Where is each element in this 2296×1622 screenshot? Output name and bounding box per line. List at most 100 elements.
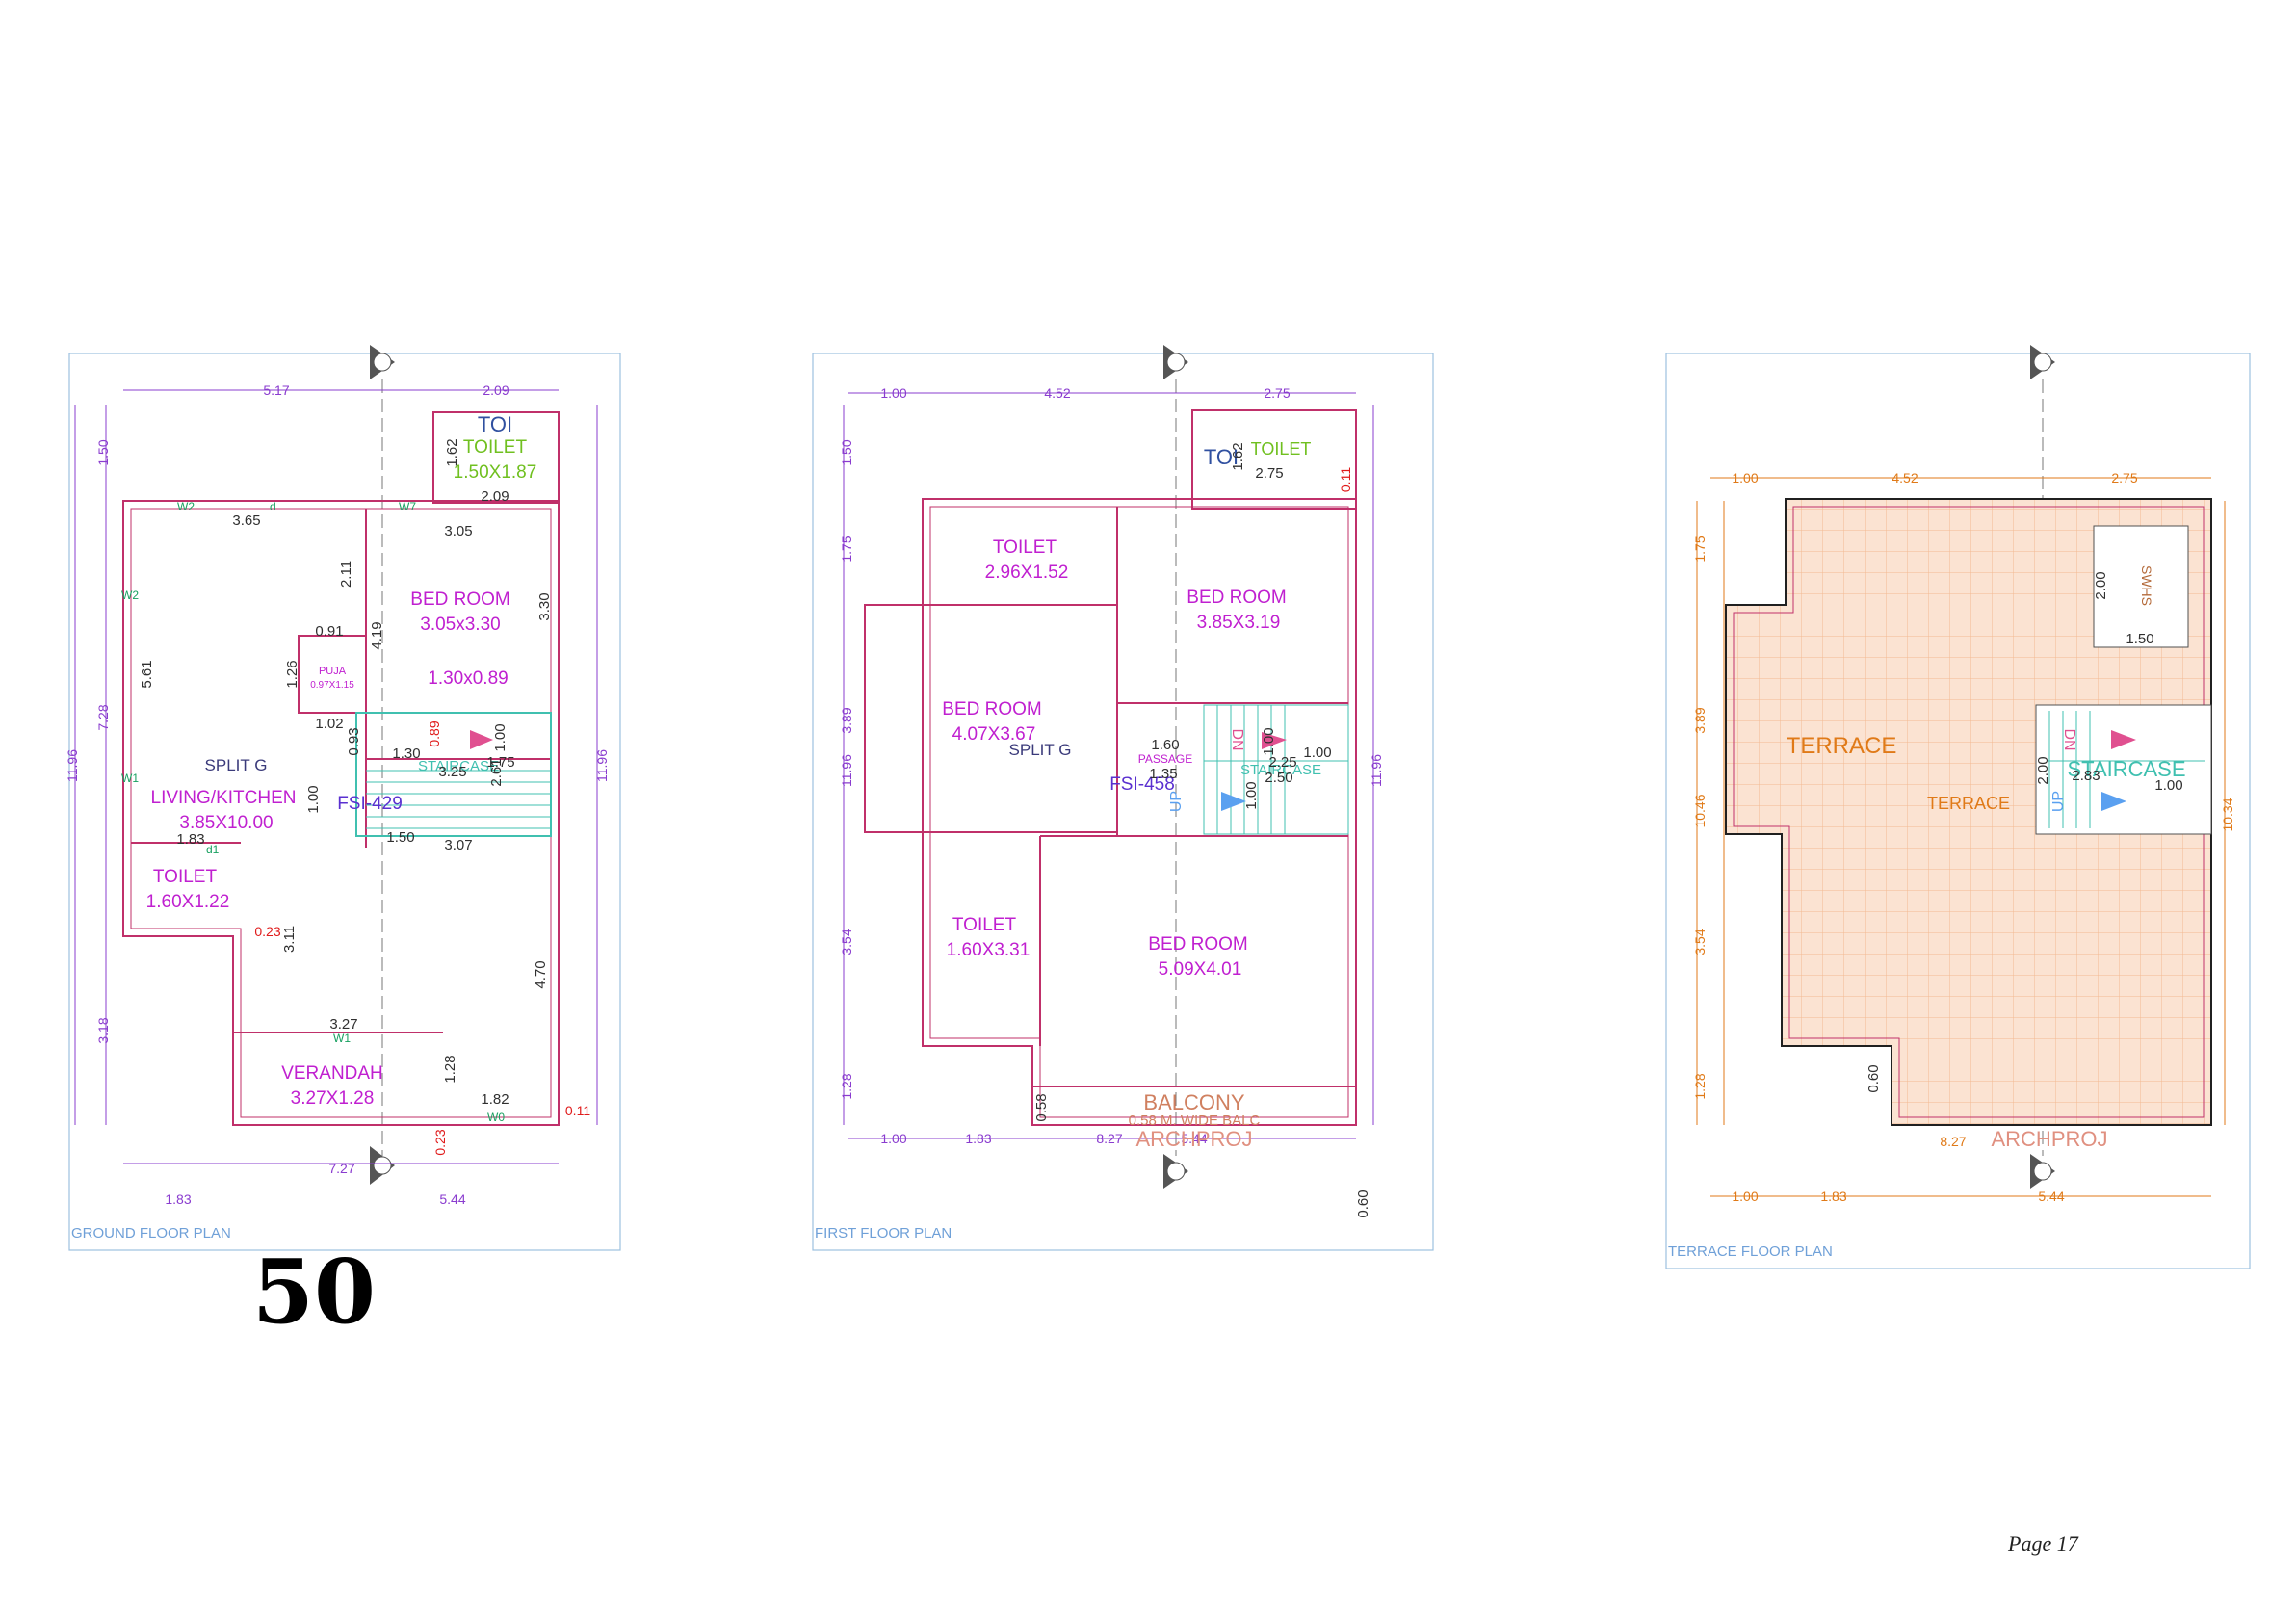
ground-floor-plan: 5.17 2.09 1.83 7.27 5.44 1.50 7.28 3.18 … (65, 345, 621, 1251)
first-bedroom3-size: 5.09X4.01 (1159, 959, 1242, 980)
terrace-floor-plan: 1.00 4.52 2.75 1.00 1.83 8.27 5.44 1.75 … (1665, 345, 2251, 1269)
ground-window-tag-1: W2 (177, 500, 195, 513)
first-bedroom3-name: BED ROOM (1148, 934, 1247, 955)
first-bedroom1-name: BED ROOM (1187, 588, 1286, 608)
first-bottom-dim-4: 5.44 (1181, 1131, 1207, 1146)
terrace-dim-a: 2.00 (2093, 571, 2109, 599)
ground-door-tag-2: d (270, 500, 276, 513)
ground-dim-aa: 1.00 (492, 723, 509, 751)
ground-dim-h: 4.19 (369, 621, 385, 649)
ground-dim-q: 1.50 (386, 829, 414, 846)
ground-dim-i: 5.61 (139, 660, 155, 688)
terrace-up-arrow-icon (2101, 792, 2126, 811)
first-left-dim-2: 1.75 (839, 536, 854, 562)
terrace-dim-d: 2.83 (2072, 768, 2100, 784)
ground-right-dim: 11.96 (594, 749, 610, 782)
ground-toilet2-size: 1.60X1.22 (146, 892, 230, 912)
ground-dim-b: 3.05 (444, 523, 472, 539)
terrace-dim-f: 0.60 (1866, 1064, 1882, 1092)
ground-window-tag-4: W1 (121, 772, 139, 785)
first-dim-g: 2.50 (1265, 770, 1292, 786)
ground-left-dim-4: 11.96 (65, 749, 80, 782)
first-toilet1-name: TOILET (993, 537, 1057, 558)
first-bottom-dim-3: 8.27 (1096, 1131, 1122, 1146)
terrace-archproj-label: ARCHPROJ (1991, 1127, 2107, 1151)
ground-window-tag-2: W7 (399, 500, 416, 513)
first-stair-dn-arrow-icon (1262, 732, 1287, 749)
ground-dim-r: 3.07 (444, 837, 472, 853)
ground-window-tag-5: W1 (333, 1032, 351, 1045)
ground-top-dim-1: 5.17 (263, 382, 289, 398)
ground-window-tag-6: W0 (487, 1111, 505, 1124)
ground-top-dim-2: 2.09 (483, 382, 509, 398)
ground-dim-t: 4.70 (533, 960, 549, 988)
first-bedroom2-name: BED ROOM (942, 699, 1041, 719)
ground-left-dim-1: 1.50 (95, 439, 111, 465)
ground-toilet-size: 1.50X1.87 (454, 462, 537, 483)
first-bottom-dim-2: 1.83 (965, 1131, 991, 1146)
ground-living-size: 3.85X10.00 (179, 813, 273, 833)
first-grid-marker-bottom (1163, 1154, 1188, 1189)
terrace-left-dim-4: 3.54 (1692, 929, 1708, 955)
ground-dim-g: 1.02 (315, 716, 343, 732)
first-dim-f: 2.25 (1268, 754, 1296, 771)
first-toilet1-size: 2.96X1.52 (985, 562, 1069, 583)
first-plan-frame (812, 353, 1434, 1251)
ground-dim-s: 3.11 (281, 926, 298, 953)
terrace-up-label: UP (2050, 791, 2067, 812)
first-top-dim-1: 1.00 (880, 385, 906, 401)
ground-verandah-name: VERANDAH (281, 1063, 383, 1084)
terrace-top-dim-1: 1.00 (1732, 470, 1758, 485)
plan-number-badge: 50 (252, 1240, 377, 1344)
terrace-left-dim-3: 10.46 (1692, 794, 1708, 827)
first-dim-j: 0.58 (1033, 1093, 1050, 1121)
ground-stair-treads (366, 770, 551, 829)
first-dim-i: 1.00 (1303, 745, 1331, 761)
first-dim-b: 0.11 (1338, 467, 1353, 492)
terrace-plan-frame (1665, 353, 2251, 1269)
first-top-dim-2: 4.52 (1044, 385, 1070, 401)
terrace-left-dim-2: 3.89 (1692, 707, 1708, 733)
terrace-left-dim-5: 1.28 (1692, 1073, 1708, 1099)
ground-dim-l: 1.00 (305, 785, 322, 813)
first-bedroom1-size: 3.85X3.19 (1197, 613, 1281, 633)
first-left-dim-5: 3.54 (839, 929, 854, 955)
ground-dim-z: 0.89 (427, 720, 442, 746)
first-dimension-lines (843, 392, 1374, 1139)
ground-red-dim-2: 0.23 (432, 1129, 448, 1155)
first-dim-d: 1.35 (1149, 766, 1177, 782)
terrace-swhs-box (2093, 525, 2189, 648)
ground-red-dim-1: 0.23 (254, 924, 280, 939)
first-dim-c: 1.60 (1151, 737, 1179, 753)
terrace-grid-marker-bottom (2030, 1154, 2055, 1189)
first-left-dim-1: 1.50 (839, 439, 854, 465)
first-left-dim-4: 11.96 (839, 754, 854, 787)
ground-bottom-dim-3: 5.44 (439, 1191, 465, 1207)
first-grid-marker-top (1163, 345, 1188, 1156)
first-right-dim: 11.96 (1369, 754, 1384, 787)
first-dim-h: 1.00 (1243, 781, 1260, 809)
terrace-bottom-dim-3: 8.27 (1940, 1134, 1966, 1149)
terrace-bottom-dim-2: 1.83 (1820, 1189, 1846, 1204)
terrace-dim-e: 1.00 (2154, 777, 2182, 794)
first-up-label: UP (1168, 791, 1185, 812)
ground-dim-e: 0.91 (315, 623, 343, 640)
terrace-left-dim-1: 1.75 (1692, 536, 1708, 562)
first-dn-label: DN (1229, 728, 1245, 750)
first-balcony-name: BALCONY (1143, 1090, 1244, 1114)
ground-plan-title: GROUND FLOOR PLAN (71, 1225, 231, 1242)
first-stair (1203, 704, 1349, 835)
ground-living-name: LIVING/KITCHEN (151, 788, 297, 808)
ground-dim-o: 2.61 (488, 758, 505, 786)
ground-walls (122, 411, 560, 1126)
ground-split-label: SPLIT G (205, 756, 268, 774)
ground-dim-d: 3.30 (536, 592, 553, 620)
ground-dim-y: 2.09 (481, 488, 509, 505)
ground-bottom-dim-2: 7.27 (328, 1161, 354, 1176)
first-top-toilet-label: TOILET (1251, 439, 1312, 458)
terrace-parapet (1733, 506, 2205, 1118)
first-bedroom2-size: 4.07X3.67 (952, 724, 1036, 745)
ground-verandah-size: 3.27X1.28 (291, 1088, 375, 1109)
ground-puja-size: 0.97X1.15 (310, 680, 354, 691)
ground-dim-m: 3.25 (438, 764, 466, 780)
